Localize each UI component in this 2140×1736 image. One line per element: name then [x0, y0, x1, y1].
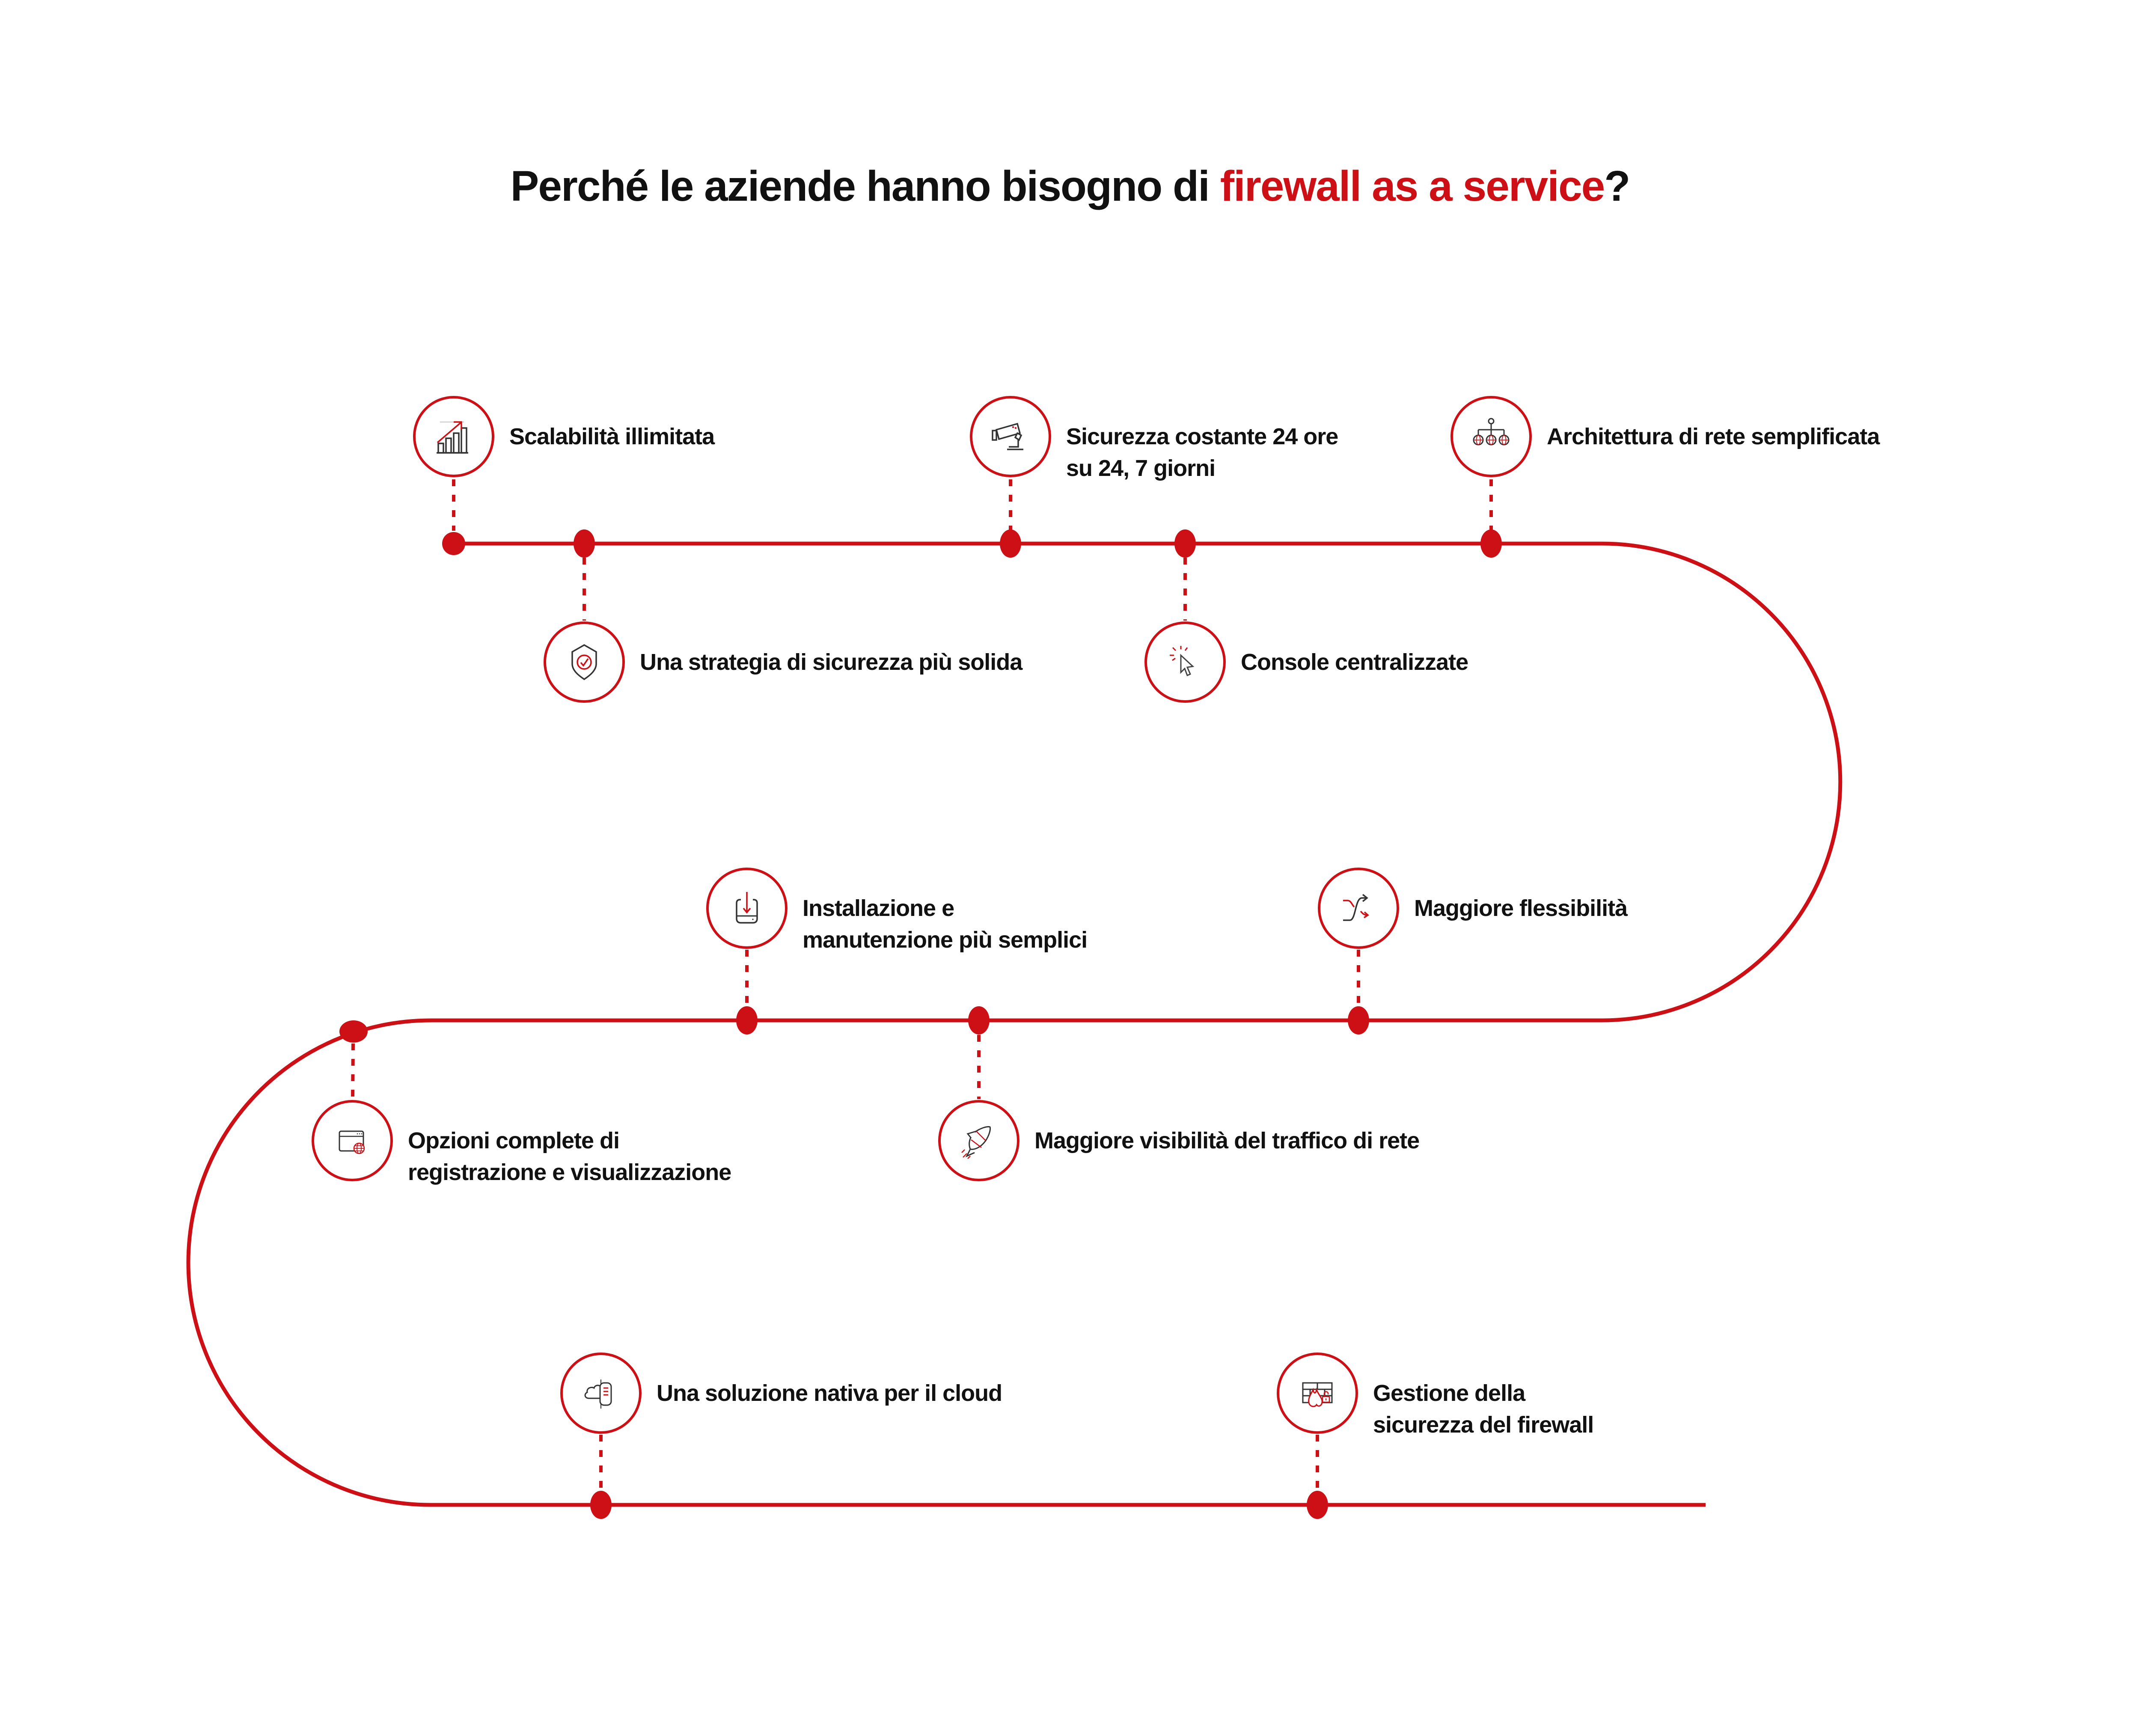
install-tray-icon — [736, 892, 758, 924]
dot-installation — [736, 1006, 758, 1034]
firewall-flame-lock-icon — [1302, 1382, 1333, 1407]
label-cloud-native: Una soluzione nativa per il cloud — [657, 1380, 1002, 1406]
node-consoles — [1144, 621, 1226, 703]
node-flexibility — [1318, 868, 1399, 949]
dot-start — [442, 532, 465, 555]
label-strategy: Una strategia di sicurezza più solida — [640, 649, 1022, 675]
node-scalability — [413, 396, 494, 477]
network-tree-icon — [1473, 418, 1510, 446]
page-title: Perché le aziende hanno bisogno di firew… — [0, 162, 2140, 211]
bar-chart-growth-icon — [437, 421, 468, 454]
dot-strategy — [574, 529, 595, 558]
node-visibility — [938, 1100, 1019, 1181]
dot-visibility — [968, 1006, 990, 1034]
timeline-path — [186, 541, 1843, 1507]
dot-logging — [339, 1020, 368, 1043]
node-installation — [706, 868, 788, 949]
icon-circle — [1450, 396, 1532, 477]
timeline-dots — [339, 529, 1502, 1519]
node-security-24-7 — [970, 396, 1051, 477]
dot-consoles — [1174, 529, 1196, 558]
icon-circle — [544, 621, 625, 703]
dot-flexibility — [1348, 1006, 1369, 1034]
cctv-camera-icon — [992, 422, 1023, 450]
label-consoles: Console centralizzate — [1241, 649, 1468, 675]
label-firewall-mgmt: Gestione della sicurezza del firewall — [1373, 1380, 1594, 1438]
browser-globe-icon — [339, 1130, 365, 1154]
dot-security-24-7 — [1000, 529, 1021, 558]
cloud-server-icon — [584, 1379, 612, 1409]
label-installation: Installazione e manutenzione più semplic… — [802, 895, 1088, 953]
label-flexibility: Maggiore flessibilità — [1414, 895, 1628, 921]
dot-cloud-native — [590, 1491, 612, 1519]
node-architecture — [1450, 396, 1532, 477]
shuffle-arrows-icon — [1343, 894, 1369, 921]
icon-circle — [1318, 868, 1399, 949]
title-suffix: ? — [1604, 162, 1630, 210]
dotted-connectors — [351, 479, 1493, 1490]
dot-architecture — [1480, 529, 1502, 558]
node-firewall-mgmt — [1277, 1353, 1358, 1434]
shield-check-icon — [571, 644, 597, 681]
dot-firewall-mgmt — [1307, 1491, 1328, 1519]
node-strategy — [544, 621, 625, 703]
title-prefix: Perché le aziende hanno bisogno di — [510, 162, 1220, 210]
node-logging — [312, 1100, 393, 1181]
label-security-24-7: Sicurezza costante 24 ore su 24, 7 giorn… — [1066, 424, 1338, 481]
node-cloud-native — [560, 1353, 642, 1434]
cursor-click-icon — [1170, 646, 1195, 676]
label-visibility: Maggiore visibilità del traffico di rete — [1034, 1128, 1420, 1153]
label-logging: Opzioni complete di registrazione e visu… — [408, 1128, 731, 1185]
title-highlight: firewall as a service — [1220, 162, 1605, 210]
label-scalability: Scalabilità illimitata — [509, 424, 715, 449]
rocket-icon — [961, 1126, 991, 1159]
label-architecture: Architettura di rete semplificata — [1547, 424, 1880, 449]
